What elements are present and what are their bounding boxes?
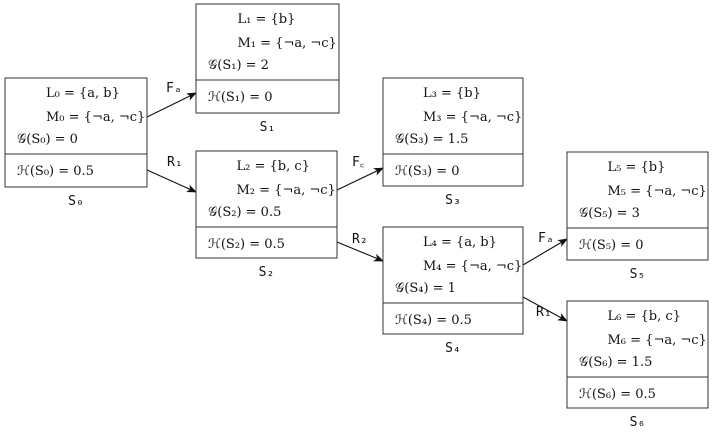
state-box bbox=[566, 300, 709, 409]
g-value-text: 𝒢(S₂) = 0.5 bbox=[208, 205, 281, 220]
edge-s4-to-s6: R₁ bbox=[522, 296, 568, 322]
edge-arrow bbox=[336, 241, 384, 262]
h-value-text: ℋ(S₃) = 0 bbox=[395, 164, 460, 179]
literal-set-text: L₄ = {a, b} bbox=[423, 235, 497, 250]
h-value-text: ℋ(S₀) = 0.5 bbox=[17, 164, 94, 179]
literal-set-text: L₆ = {b, c} bbox=[608, 309, 681, 324]
h-value-text: ℋ(S₁) = 0 bbox=[208, 90, 273, 105]
state-box bbox=[195, 150, 338, 259]
state-node-s5: L₅ = {b} M₅ = {¬a, ¬c} 𝒢(S₅) = 3 ℋ(S₅) = 0 S… bbox=[566, 151, 709, 282]
edge-s2-to-s3: F꜀ bbox=[336, 155, 384, 191]
state-caption: S₃ bbox=[445, 193, 461, 208]
literal-set-text: L₃ = {b} bbox=[423, 86, 481, 101]
action-label: R₂ bbox=[352, 232, 368, 247]
edge-s4-to-s5: Fₐ bbox=[522, 231, 568, 266]
g-value-text: 𝒢(S₄) = 1 bbox=[395, 281, 456, 296]
g-value-text: 𝒢(S₀) = 0 bbox=[17, 132, 78, 147]
state-caption: S₅ bbox=[630, 267, 646, 282]
missing-set-text: M₆ = {¬a, ¬c} bbox=[608, 333, 707, 348]
missing-set-text: M₅ = {¬a, ¬c} bbox=[608, 184, 707, 199]
edge-s0-to-s1: Fₐ bbox=[146, 81, 197, 118]
literal-set-text: L₀ = {a, b} bbox=[46, 86, 120, 101]
edge-arrow bbox=[522, 238, 568, 266]
h-value-text: ℋ(S₄) = 0.5 bbox=[395, 313, 472, 328]
action-label: F꜀ bbox=[352, 155, 364, 170]
state-node-s6: L₆ = {b, c} M₆ = {¬a, ¬c} 𝒢(S₆) = 1.5ℋ(S₆)… bbox=[566, 300, 709, 430]
state-caption: S₁ bbox=[260, 120, 276, 135]
h-value-text: ℋ(S₆) = 0.5 bbox=[579, 387, 656, 402]
action-label: R₁ bbox=[167, 155, 183, 170]
state-node-s2: L₂ = {b, c} M₂ = {¬a, ¬c} 𝒢(S₂) = 0.5ℋ(S₂)… bbox=[195, 150, 338, 280]
state-nodes: L₀ = {a, b} M₀ = {¬a, ¬c} 𝒢(S₀) = 0 ℋ(S₀) =… bbox=[4, 3, 709, 430]
missing-set-text: M₁ = {¬a, ¬c} bbox=[238, 36, 337, 51]
state-caption: S₂ bbox=[259, 265, 275, 280]
missing-set-text: M₃ = {¬a, ¬c} bbox=[423, 110, 522, 125]
g-value-text: 𝒢(S₆) = 1.5 bbox=[579, 355, 652, 370]
state-node-s3: L₃ = {b} M₃ = {¬a, ¬c} 𝒢(S₃) = 1.5ℋ(S₃) = … bbox=[382, 77, 524, 208]
action-label: Fₐ bbox=[538, 231, 554, 246]
edge-s2-to-s4: R₂ bbox=[336, 232, 384, 262]
missing-set-text: M₂ = {¬a, ¬c} bbox=[237, 183, 336, 198]
state-caption: S₆ bbox=[630, 415, 646, 430]
action-label: Fₐ bbox=[166, 81, 182, 96]
edge-arrow bbox=[336, 167, 384, 191]
literal-set-text: L₁ = {b} bbox=[238, 12, 296, 27]
g-value-text: 𝒢(S₁) = 2 bbox=[208, 58, 269, 73]
state-node-s0: L₀ = {a, b} M₀ = {¬a, ¬c} 𝒢(S₀) = 0 ℋ(S₀) =… bbox=[4, 77, 148, 209]
state-box bbox=[4, 77, 148, 188]
g-value-text: 𝒢(S₅) = 3 bbox=[579, 206, 640, 221]
state-box bbox=[566, 151, 709, 261]
state-box bbox=[382, 77, 524, 187]
state-node-s1: L₁ = {b} M₁ = {¬a, ¬c} 𝒢(S₁) = 2 ℋ(S₁) = 0 S… bbox=[195, 3, 340, 135]
edge-arrow bbox=[146, 92, 197, 118]
state-node-s4: L₄ = {a, b} M₄ = {¬a, ¬c} 𝒢(S₄) = 1 ℋ(S₄) =… bbox=[382, 226, 524, 356]
state-caption: S₀ bbox=[68, 194, 84, 209]
h-value-text: ℋ(S₅) = 0 bbox=[579, 238, 644, 253]
edge-arrow bbox=[146, 169, 197, 193]
action-label: R₁ bbox=[536, 305, 552, 320]
literal-set-text: L₂ = {b, c} bbox=[237, 159, 310, 174]
state-caption: S₄ bbox=[445, 341, 461, 356]
h-value-text: ℋ(S₂) = 0.5 bbox=[208, 237, 285, 252]
state-box bbox=[195, 3, 340, 114]
missing-set-text: M₄ = {¬a, ¬c} bbox=[423, 259, 522, 274]
edge-arrow bbox=[522, 296, 568, 322]
literal-set-text: L₅ = {b} bbox=[608, 160, 666, 175]
g-value-text: 𝒢(S₃) = 1.5 bbox=[395, 132, 468, 147]
state-box bbox=[382, 226, 524, 335]
edge-s0-to-s2: R₁ bbox=[146, 155, 197, 193]
missing-set-text: M₀ = {¬a, ¬c} bbox=[46, 110, 145, 125]
